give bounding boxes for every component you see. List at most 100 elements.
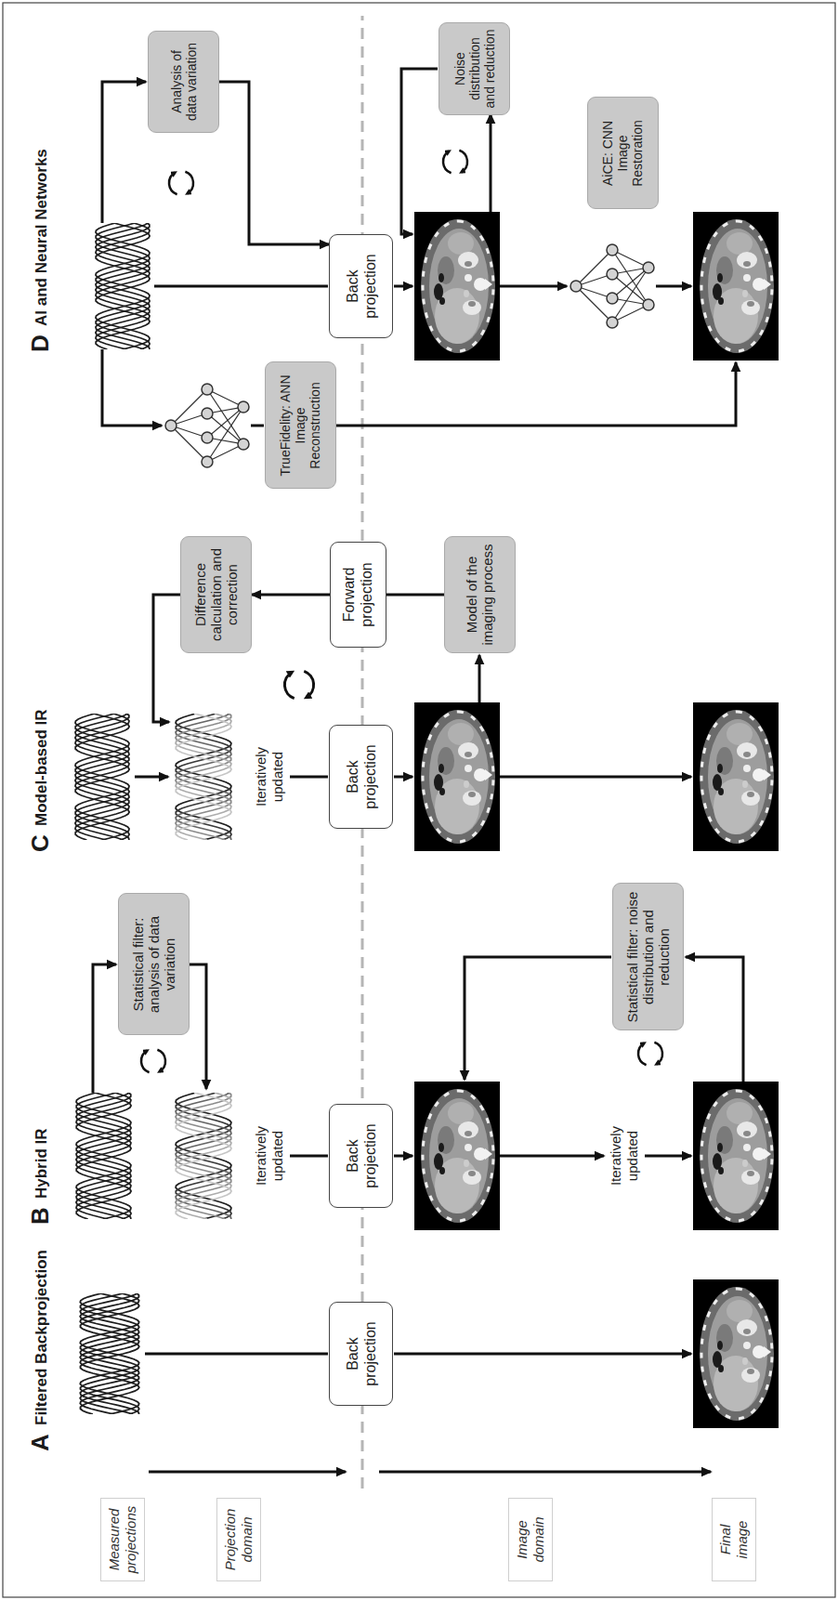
node-text: Statistical filter: analysis of data var… — [130, 900, 178, 1030]
cycle-icon — [169, 171, 194, 195]
art-shape — [401, 68, 438, 235]
art-shape — [393, 285, 413, 289]
correction-box: Difference calculation and correction — [180, 536, 252, 654]
art-shape — [489, 114, 493, 212]
node-text: Difference calculation and correction — [192, 542, 240, 647]
panel-title: Filtered Backprojection — [32, 1249, 52, 1426]
node-text: Noise distribution and reduction — [452, 28, 498, 109]
flow-arrow — [386, 593, 445, 597]
ct-image — [693, 1279, 779, 1428]
node-text: Measured projections — [105, 1504, 140, 1575]
art-shape — [499, 285, 567, 289]
art-shape — [153, 594, 181, 722]
updated-sinogram — [175, 1092, 232, 1219]
filter-box: Statistical filter: noise distribution a… — [612, 883, 684, 1032]
sinogram — [76, 1092, 131, 1219]
ct-image — [414, 702, 500, 852]
process-box: Back projection — [328, 1301, 393, 1406]
art-shape — [499, 1154, 604, 1158]
panel-title: AI and Neural Networks — [32, 148, 52, 327]
node-text: Final image — [717, 1504, 751, 1575]
flow-arrow — [219, 81, 329, 245]
neural-network-icon — [165, 383, 249, 468]
art-shape — [102, 81, 146, 223]
art-shape — [250, 424, 264, 428]
panel-letter: A — [26, 1433, 54, 1452]
panel-title: Model-based IR — [32, 708, 52, 826]
art-shape — [289, 1154, 328, 1158]
sinogram — [75, 713, 130, 840]
cycle-icon — [284, 670, 314, 698]
filter-box: Noise distribution and reduction — [438, 22, 511, 116]
process-box: Back projection — [328, 1103, 393, 1208]
art-shape — [92, 964, 117, 1093]
process-box: Forward projection — [329, 541, 387, 648]
art-shape — [134, 775, 169, 779]
node-text: Statistical filter: noise distribution a… — [624, 890, 672, 1025]
art-shape — [393, 775, 413, 779]
node-text: Back projection — [343, 731, 380, 823]
panel-letter: B — [26, 1206, 54, 1225]
network-box: AiCE: CNN Image Restoration — [587, 97, 659, 210]
cycle-icon — [141, 1049, 166, 1073]
domain-label: Measured projections — [100, 1497, 145, 1582]
ct-image — [414, 1081, 500, 1231]
ct-image — [414, 211, 500, 361]
ct-image — [693, 211, 779, 361]
domain-label: Projection domain — [216, 1497, 262, 1582]
art-shape — [478, 654, 482, 703]
updated-sinogram — [175, 713, 232, 840]
panel-letter: C — [26, 834, 54, 852]
node-text: Model of the imaging process — [463, 542, 496, 647]
node-text: Image domain — [513, 1504, 548, 1575]
node-text: Analysis of data variation — [169, 37, 199, 127]
node-text: Back projection — [343, 1308, 380, 1400]
filter-box: Statistical filter: analysis of data var… — [117, 893, 190, 1036]
node-text: AiCE: CNN Image Restoration — [600, 104, 645, 204]
art-shape — [393, 1352, 692, 1356]
cycle-icon — [638, 1042, 663, 1065]
ct-image — [693, 1081, 779, 1231]
node-text: Back projection — [343, 1110, 380, 1202]
step-note: Iteratively updated — [252, 730, 287, 824]
art-shape — [464, 956, 612, 1080]
node-text: TrueFidelity: ANN Image Reconstruction — [277, 368, 323, 484]
sinogram — [79, 1293, 140, 1415]
art-shape — [379, 1470, 711, 1474]
art-shape — [189, 964, 207, 1089]
node-text: Projection domain — [222, 1504, 256, 1575]
art-shape — [655, 285, 692, 289]
node-text: Forward projection — [340, 548, 376, 642]
domain-label: Image domain — [508, 1497, 553, 1582]
neural-network-icon — [570, 244, 655, 328]
process-box: Back projection — [328, 724, 393, 829]
flow-lines — [92, 68, 744, 1472]
art-shape — [148, 1470, 346, 1474]
node-text: Back projection — [343, 240, 380, 332]
art-shape — [144, 1352, 328, 1356]
art-shape — [102, 349, 162, 426]
process-box: Back projection — [328, 234, 393, 339]
ct-image — [693, 702, 779, 852]
analysis-box: Analysis of data variation — [147, 30, 220, 133]
sinogram — [95, 222, 150, 350]
domain-label: Final image — [711, 1497, 757, 1582]
cycle-icon — [443, 150, 468, 173]
step-note: Iteratively updated — [607, 1109, 642, 1203]
art-shape — [499, 775, 692, 779]
model-box: Model of the imaging process — [444, 536, 516, 654]
flow-arrow — [251, 593, 330, 597]
panel-letter: D — [26, 334, 54, 353]
panel-title: Hybrid IR — [32, 1127, 52, 1199]
step-note: Iteratively updated — [252, 1109, 287, 1203]
network-box: TrueFidelity: ANN Image Reconstruction — [264, 362, 337, 490]
art-shape — [336, 362, 736, 426]
art-shape — [289, 775, 328, 779]
art-shape — [154, 285, 328, 289]
art-shape — [393, 1154, 413, 1158]
art-shape — [644, 1154, 692, 1158]
